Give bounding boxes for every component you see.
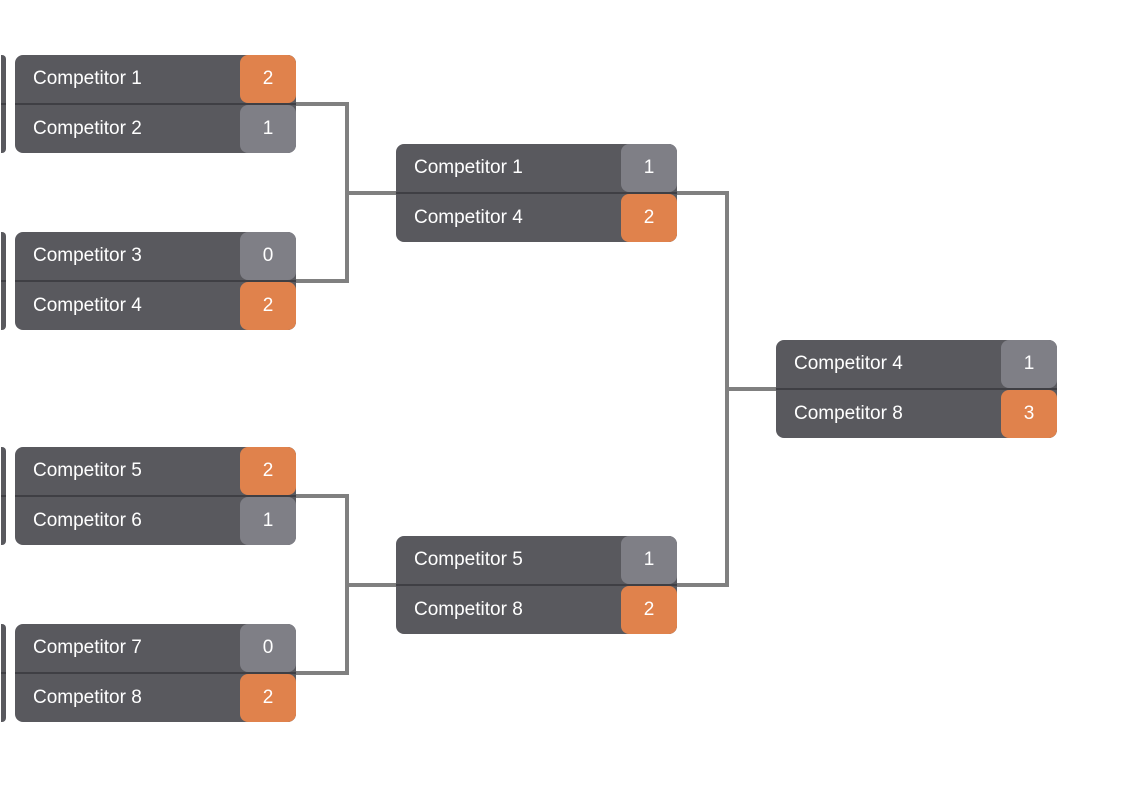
connector-line [349,583,396,587]
competitor-name: Competitor 8 [414,599,523,620]
row-divider [15,103,296,105]
score-badge: 3 [1001,390,1057,438]
score-badge: 1 [240,105,296,153]
competitor-row[interactable]: Competitor 7 0 [15,624,296,672]
score-badge: 1 [621,144,677,192]
match-round1-2: Competitor 3 0 Competitor 4 2 [15,232,296,330]
row-divider [15,495,296,497]
competitor-name: Competitor 4 [794,353,903,374]
competitor-name: Competitor 8 [794,403,903,424]
clipped-match-edge [1,232,6,330]
connector-line [677,191,729,195]
competitor-row[interactable]: Competitor 5 2 [15,447,296,495]
connector-line [349,191,396,195]
match-semifinal-2: Competitor 5 1 Competitor 8 2 [396,536,677,634]
row-divider [1,103,6,105]
row-divider [1,672,6,674]
competitor-row[interactable]: Competitor 8 3 [776,390,1057,438]
connector-line [296,671,349,675]
match-round1-3: Competitor 5 2 Competitor 6 1 [15,447,296,545]
competitor-name: Competitor 4 [33,295,142,316]
competitor-row[interactable]: Competitor 5 1 [396,536,677,584]
competitor-name: Competitor 3 [33,245,142,266]
competitor-name: Competitor 7 [33,637,142,658]
score-badge: 1 [621,536,677,584]
competitor-row[interactable]: Competitor 4 2 [15,282,296,330]
connector-line [725,191,729,587]
connector-line [296,102,349,106]
competitor-name: Competitor 4 [414,207,523,228]
match-final: Competitor 4 1 Competitor 8 3 [776,340,1057,438]
score-badge: 0 [240,624,296,672]
competitor-name: Competitor 1 [414,157,523,178]
score-badge: 1 [1001,340,1057,388]
clipped-match-edge [1,447,6,545]
competitor-row[interactable]: Competitor 3 0 [15,232,296,280]
connector-line [729,387,776,391]
competitor-name: Competitor 5 [414,549,523,570]
row-divider [396,584,677,586]
competitor-row[interactable]: Competitor 1 2 [15,55,296,103]
row-divider [1,280,6,282]
competitor-name: Competitor 2 [33,118,142,139]
competitor-row[interactable]: Competitor 4 1 [776,340,1057,388]
clipped-match-edge [1,55,6,153]
competitor-row[interactable]: Competitor 8 2 [15,674,296,722]
score-badge: 2 [240,674,296,722]
competitor-row[interactable]: Competitor 4 2 [396,194,677,242]
score-badge: 1 [240,497,296,545]
competitor-name: Competitor 6 [33,510,142,531]
connector-line [296,279,349,283]
score-badge: 2 [240,282,296,330]
competitor-row[interactable]: Competitor 1 1 [396,144,677,192]
clipped-match-edge [1,624,6,722]
connector-line [345,494,349,675]
match-semifinal-1: Competitor 1 1 Competitor 4 2 [396,144,677,242]
score-badge: 2 [240,447,296,495]
competitor-row[interactable]: Competitor 2 1 [15,105,296,153]
connector-line [677,583,729,587]
competitor-row[interactable]: Competitor 6 1 [15,497,296,545]
score-badge: 2 [621,586,677,634]
score-badge: 2 [621,194,677,242]
row-divider [776,388,1057,390]
competitor-name: Competitor 1 [33,68,142,89]
connector-line [296,494,349,498]
row-divider [1,495,6,497]
row-divider [15,280,296,282]
connector-line [345,102,349,283]
competitor-row[interactable]: Competitor 8 2 [396,586,677,634]
row-divider [15,672,296,674]
row-divider [396,192,677,194]
match-round1-1: Competitor 1 2 Competitor 2 1 [15,55,296,153]
competitor-name: Competitor 5 [33,460,142,481]
competitor-name: Competitor 8 [33,687,142,708]
match-round1-4: Competitor 7 0 Competitor 8 2 [15,624,296,722]
score-badge: 2 [240,55,296,103]
score-badge: 0 [240,232,296,280]
